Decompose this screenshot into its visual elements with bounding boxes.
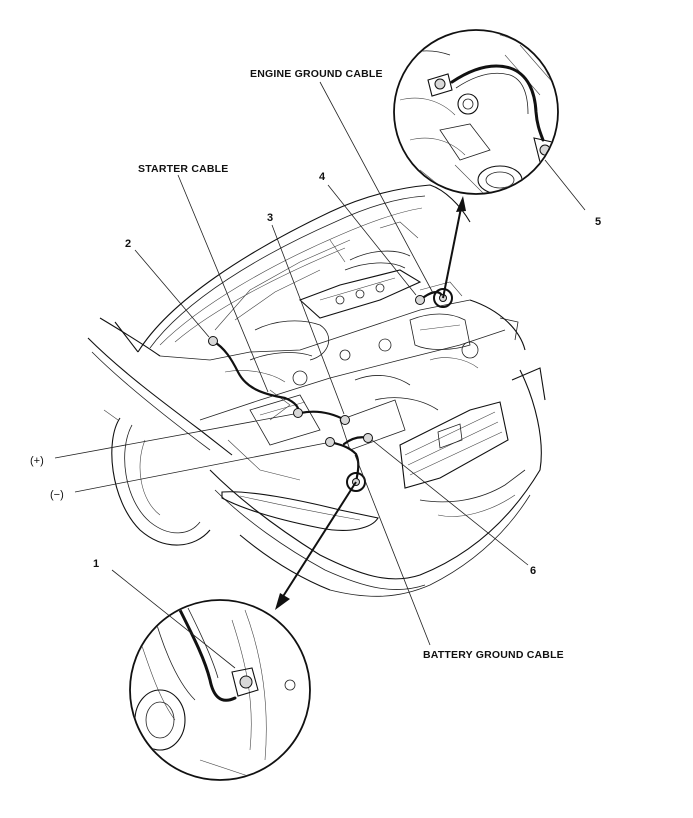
negative-terminal-label: (−) — [50, 489, 64, 501]
callout-number-3: 3 — [267, 212, 273, 224]
terminals — [208, 288, 453, 492]
positive-terminal-label: (+) — [30, 455, 44, 467]
grille — [399, 401, 509, 489]
callout-number-4: 4 — [319, 171, 326, 183]
battery-ground-cable-path — [328, 440, 360, 484]
inset-battery-ground — [129, 599, 311, 781]
zoom-arrows — [275, 196, 466, 610]
labels: ENGINE GROUND CABLE STARTER CABLE BATTER… — [30, 68, 601, 661]
front-bumper — [209, 369, 542, 580]
engine-ground-circle — [433, 288, 453, 308]
terminal-positive — [293, 408, 303, 418]
callout-number-1: 1 — [93, 558, 99, 570]
inset-engine-ground — [393, 29, 559, 195]
starter-cable-label: STARTER CABLE — [138, 163, 229, 175]
battery-ground-cable-label: BATTERY GROUND CABLE — [423, 649, 564, 661]
callout-number-6: 6 — [530, 565, 536, 577]
engine-ground-cable-label: ENGINE GROUND CABLE — [250, 68, 383, 80]
terminal-3 — [340, 415, 350, 425]
terminal-6 — [363, 433, 373, 443]
engine-bay — [159, 221, 506, 481]
callout-number-2: 2 — [125, 238, 131, 250]
leader-lines — [54, 81, 586, 669]
terminal-negative — [325, 437, 335, 447]
callout-number-5: 5 — [595, 216, 601, 228]
hood-outline — [137, 184, 471, 353]
terminal-2 — [208, 336, 218, 346]
terminal-4 — [415, 295, 425, 305]
front-wheel — [103, 409, 211, 546]
starter-cable-path — [211, 339, 300, 415]
headlight — [221, 491, 379, 531]
battery-ground-circle — [346, 472, 366, 492]
car-body — [87, 184, 546, 597]
